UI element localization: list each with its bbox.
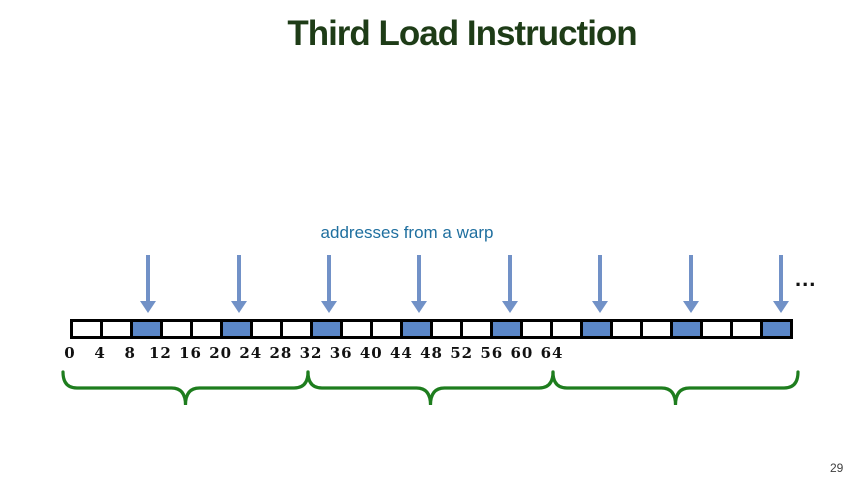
group-brace xyxy=(306,370,555,406)
memory-cell xyxy=(190,322,220,336)
address-label: 4 xyxy=(94,344,106,362)
group-brace xyxy=(61,370,310,406)
down-arrow-shaft xyxy=(598,255,603,301)
down-arrow-head xyxy=(772,301,789,313)
memory-cell xyxy=(100,322,130,336)
memory-cell-accessed xyxy=(490,322,520,336)
address-label: 64 xyxy=(540,344,564,362)
address-label: 48 xyxy=(420,344,443,362)
memory-row xyxy=(70,319,793,339)
down-arrow-shaft xyxy=(507,255,512,301)
down-arrow-head xyxy=(140,301,157,313)
slide-title: Third Load Instruction xyxy=(287,14,637,53)
down-arrow-shaft xyxy=(146,255,151,301)
address-label: 12 xyxy=(148,344,172,362)
memory-cell-accessed xyxy=(580,322,610,336)
down-arrow-shaft xyxy=(688,255,693,301)
address-label: 0 xyxy=(64,344,76,362)
memory-cell xyxy=(730,322,760,336)
address-label: 8 xyxy=(124,344,136,362)
memory-cell-accessed xyxy=(130,322,160,336)
down-arrow-shaft xyxy=(417,255,422,301)
address-label: 32 xyxy=(299,344,323,362)
address-label: 40 xyxy=(359,344,383,362)
address-label: 28 xyxy=(269,344,293,362)
down-arrow-icon xyxy=(772,255,789,313)
memory-cell-accessed xyxy=(760,322,790,336)
down-arrow-icon xyxy=(501,255,518,313)
memory-cell xyxy=(160,322,190,336)
address-label: 52 xyxy=(450,344,474,362)
down-arrow-head xyxy=(230,301,247,313)
address-label: 44 xyxy=(389,344,413,362)
address-label: 36 xyxy=(329,344,353,362)
down-arrow-shaft xyxy=(236,255,241,301)
address-label: 20 xyxy=(209,344,233,362)
down-arrow-head xyxy=(682,301,699,313)
group-braces xyxy=(61,370,800,406)
memory-cell xyxy=(370,322,400,336)
page-number: 29 xyxy=(830,461,844,475)
down-arrow-icon xyxy=(230,255,247,313)
memory-cell-accessed xyxy=(310,322,340,336)
address-label: 24 xyxy=(239,344,263,362)
down-arrow-icon xyxy=(592,255,609,313)
down-arrow-shaft xyxy=(327,255,332,301)
memory-cell xyxy=(460,322,490,336)
memory-cell-accessed xyxy=(220,322,250,336)
memory-cell xyxy=(520,322,550,336)
memory-cell-accessed xyxy=(400,322,430,336)
address-label: 56 xyxy=(480,344,504,362)
down-arrow-icon xyxy=(140,255,157,313)
down-arrow-head xyxy=(411,301,428,313)
memory-cell xyxy=(700,322,730,336)
memory-cell xyxy=(73,322,100,336)
down-arrow-shaft xyxy=(778,255,783,301)
down-arrow-icon xyxy=(682,255,699,313)
down-arrow-head xyxy=(321,301,338,313)
down-arrow-head xyxy=(592,301,609,313)
memory-cell xyxy=(610,322,640,336)
down-arrow-icon xyxy=(411,255,428,313)
memory-cell xyxy=(280,322,310,336)
memory-cell-accessed xyxy=(670,322,700,336)
memory-cell xyxy=(340,322,370,336)
memory-cell xyxy=(640,322,670,336)
group-brace xyxy=(551,370,800,406)
down-arrow-head xyxy=(501,301,518,313)
address-label: 60 xyxy=(510,344,534,362)
address-label: 16 xyxy=(179,344,202,362)
diagram-caption: addresses from a warp xyxy=(320,223,494,242)
memory-cell xyxy=(550,322,580,336)
memory-cell xyxy=(250,322,280,336)
memory-cell xyxy=(430,322,460,336)
ellipsis-label: ... xyxy=(795,266,817,291)
down-arrow-icon xyxy=(321,255,338,313)
